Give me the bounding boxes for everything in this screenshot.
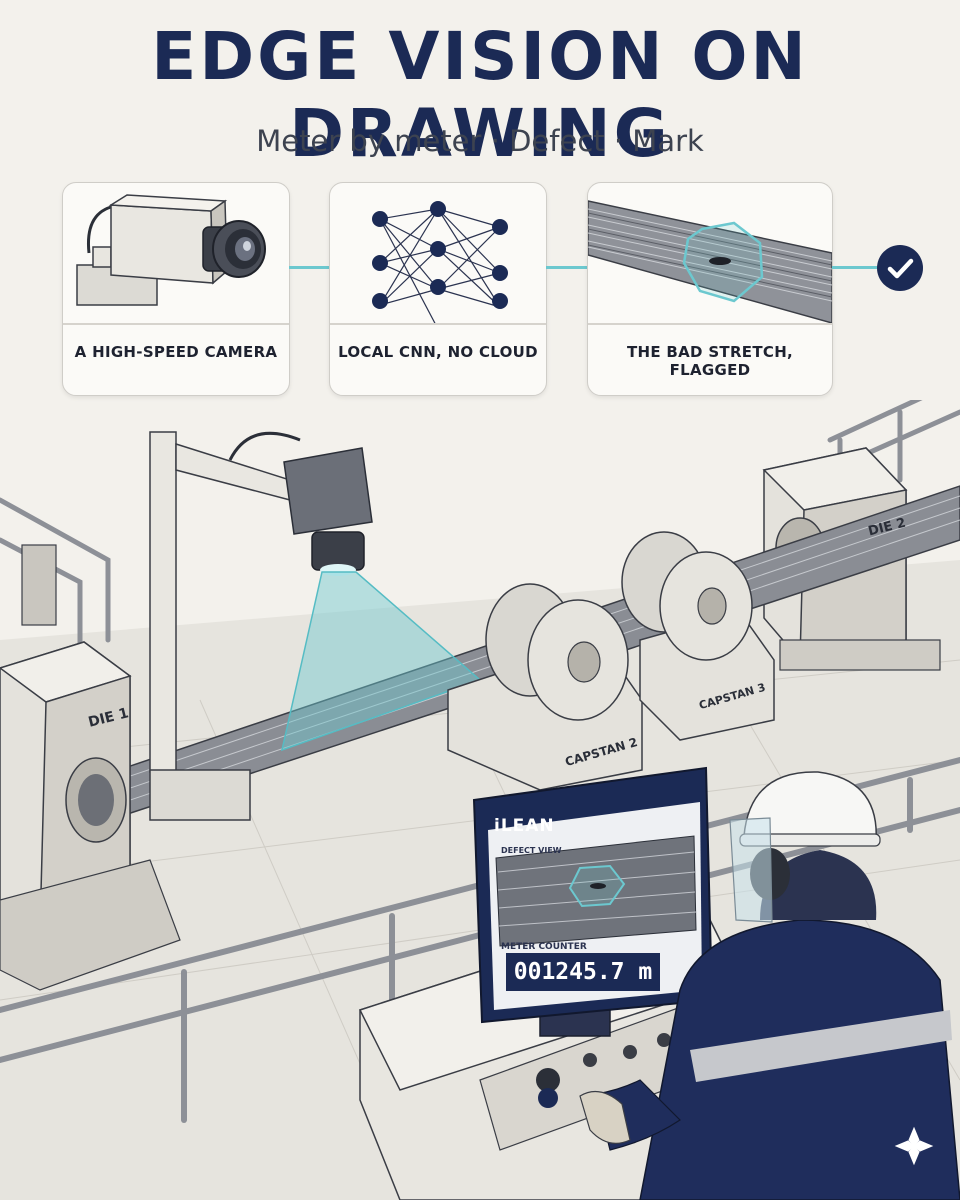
camera-icon — [76, 194, 266, 306]
neural-network-icon — [372, 201, 508, 323]
step-label-camera: A HIGH-SPEED CAMERA — [74, 343, 278, 361]
panel-divider — [588, 323, 832, 325]
brand-logo-icon — [894, 1126, 934, 1166]
flagged-wire-icon — [588, 200, 832, 323]
step-card-cnn: LOCAL CNN, NO CLOUD — [329, 182, 547, 396]
connector-line — [546, 266, 587, 269]
defect-view-label: DEFECT VIEW — [501, 846, 562, 855]
step-label-flagged: THE BAD STRETCH, FLAGGED — [626, 343, 794, 379]
step-card-flagged: THE BAD STRETCH, FLAGGED — [587, 182, 833, 396]
connector-line — [832, 266, 877, 269]
meter-counter-label: METER COUNTER — [501, 942, 587, 952]
monitor-brand: iLEAN — [494, 816, 555, 836]
step-card-camera: A HIGH-SPEED CAMERA — [62, 182, 290, 396]
connector-line — [289, 266, 329, 269]
page-subtitle: Meter by meter · Defect · Mark — [256, 124, 704, 158]
meter-counter-value: 001245.7 m — [506, 953, 660, 991]
checkmark-icon — [877, 245, 923, 291]
page-title: EDGE VISION ON DRAWING — [151, 18, 809, 172]
panel-divider — [330, 323, 546, 325]
drawing-line-scene — [0, 400, 960, 1200]
panel-divider — [63, 323, 289, 325]
step-label-cnn: LOCAL CNN, NO CLOUD — [338, 343, 538, 361]
